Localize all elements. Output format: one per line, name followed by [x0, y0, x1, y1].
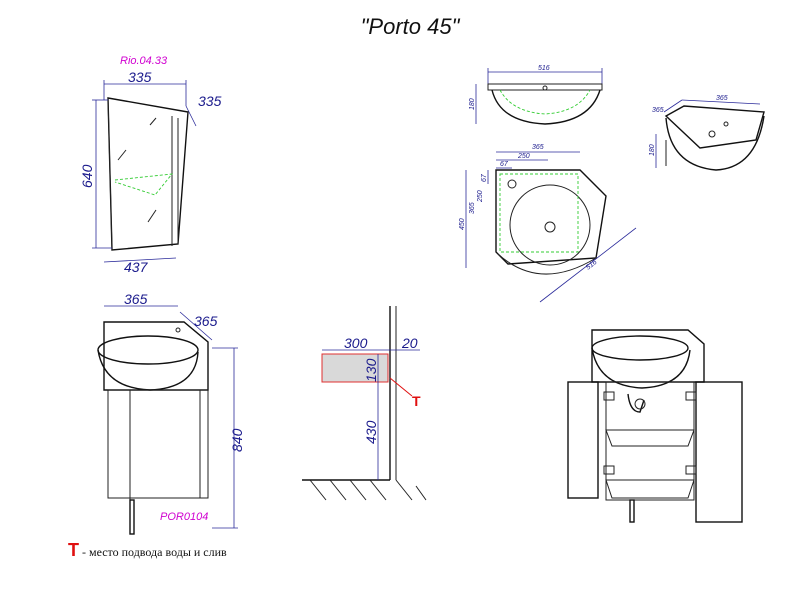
mirror-cabinet-view: Rio.04.33 335 335 640 437: [79, 55, 222, 275]
drawing-title: "Porto 45": [361, 14, 461, 39]
basin-iso-height-dim: 180: [649, 144, 656, 156]
basin-plan-hole-x-dim: 67: [500, 161, 509, 168]
basin-iso-view: 365 365 180: [649, 95, 765, 171]
basin-front-height-dim: 180: [469, 98, 476, 110]
basin-plan-size-dim: 365: [532, 144, 544, 151]
mirror-diag-dim: 437: [124, 259, 149, 275]
legend: T - место подвода воды и слив: [68, 540, 227, 560]
cabinet-height-dim: 840: [229, 428, 245, 452]
basin-front-width-dim: 516: [538, 65, 550, 72]
installation-view: 300 20 130 430 T: [302, 306, 427, 501]
cabinet-width-dim: 365: [124, 291, 148, 307]
basin-plan-side-total-dim: 450: [459, 218, 466, 230]
basin-front-view: 516 180: [469, 65, 603, 125]
open-cabinet-view: [567, 329, 743, 523]
install-floor-dim: 430: [363, 420, 379, 444]
basin-plan-view: 365 250 67 67 250 365 450 516: [459, 144, 637, 303]
basin-plan-hole-y-dim: 67: [481, 173, 488, 182]
basin-plan-diag-dim: 516: [585, 259, 599, 272]
basin-iso-a-dim: 365: [652, 107, 664, 114]
install-width-dim: 300: [344, 335, 368, 351]
water-supply-marker: T: [412, 393, 421, 409]
mirror-width-dim: 335: [128, 69, 152, 85]
install-gap-dim: 20: [401, 335, 418, 351]
install-height-dim: 130: [363, 358, 379, 382]
mirror-height-dim: 640: [79, 164, 95, 188]
cabinet-product-code: POR0104: [160, 511, 208, 523]
cabinet-view: 365 365 840 POR0104: [97, 291, 245, 535]
legend-marker: T: [68, 540, 79, 560]
mirror-product-code: Rio.04.33: [120, 55, 168, 67]
basin-iso-b-dim: 365: [716, 95, 728, 102]
mirror-depth-dim: 335: [198, 93, 222, 109]
basin-plan-inner-dim: 250: [517, 153, 530, 160]
legend-text: - место подвода воды и слив: [82, 545, 227, 559]
cabinet-depth-dim: 365: [194, 313, 218, 329]
basin-plan-side-size-dim: 365: [469, 202, 476, 214]
basin-plan-side-inner-dim: 250: [477, 190, 484, 203]
